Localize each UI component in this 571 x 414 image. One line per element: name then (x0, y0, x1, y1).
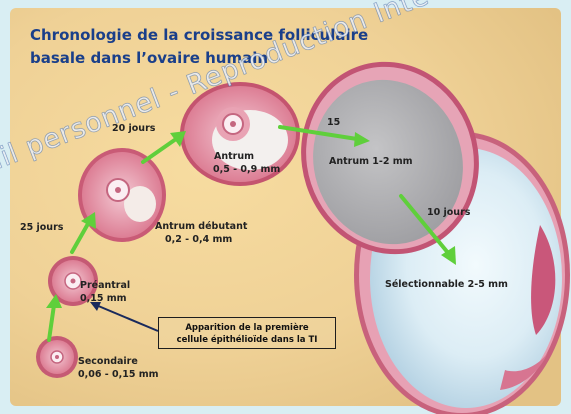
label-antrum-debutant-name: Antrum débutant (155, 221, 248, 232)
label-secondaire-name: Secondaire (78, 356, 138, 367)
label-selectionnable: Sélectionnable 2-5 mm (385, 279, 508, 290)
arrowhead-3 (170, 131, 186, 147)
label-preantral-name: Préantral (80, 280, 131, 291)
arrow-preantral-to-antrum-debutant (70, 220, 91, 254)
arrow-secondaire-to-preantral (47, 303, 56, 342)
arrowhead-4 (354, 132, 370, 147)
duration-15: 15 (327, 117, 341, 128)
diagram-title: Chronologie de la croissance folliculair… (30, 24, 550, 70)
note-line-1: Apparition de la première (185, 323, 309, 333)
label-secondaire-size: 0,06 - 0,15 mm (78, 369, 159, 380)
arrowhead-5 (441, 246, 456, 265)
title-line-1: Chronologie de la croissance folliculair… (30, 26, 369, 44)
note-box: Apparition de la première cellule épithé… (158, 317, 336, 349)
label-antrum-name: Antrum (214, 151, 255, 162)
label-antrum-size: 0,5 - 0,9 mm (213, 164, 281, 175)
arrow-antrum-to-antrum-large (278, 125, 359, 141)
label-antrum-1-2mm: Antrum 1-2 mm (329, 156, 413, 167)
label-preantral-size: 0,15 mm (80, 293, 127, 304)
duration-20-jours: 20 jours (112, 123, 156, 134)
duration-25-jours: 25 jours (20, 222, 64, 233)
note-line-2: cellule épithélioïde dans la TI (176, 335, 318, 345)
arrowhead-1 (46, 294, 62, 308)
arrow-antrum-large-to-selectionnable (399, 194, 451, 256)
label-antrum-debutant-size: 0,2 - 0,4 mm (165, 234, 233, 245)
follicle-antrum (180, 82, 300, 186)
arrow-antrum-debutant-to-antrum (141, 137, 178, 164)
follicle-secondaire (36, 336, 78, 378)
progression-arrows (46, 125, 456, 342)
title-line-2: basale dans l’ovaire humain (30, 49, 269, 67)
duration-10-jours: 10 jours (427, 207, 471, 218)
note-arrow (90, 302, 159, 332)
follicle-preantral (48, 256, 98, 306)
arrowhead-2 (81, 212, 96, 229)
follicle-antrum-debutant (78, 148, 166, 242)
follicle-antrum-1-2mm (301, 61, 479, 255)
